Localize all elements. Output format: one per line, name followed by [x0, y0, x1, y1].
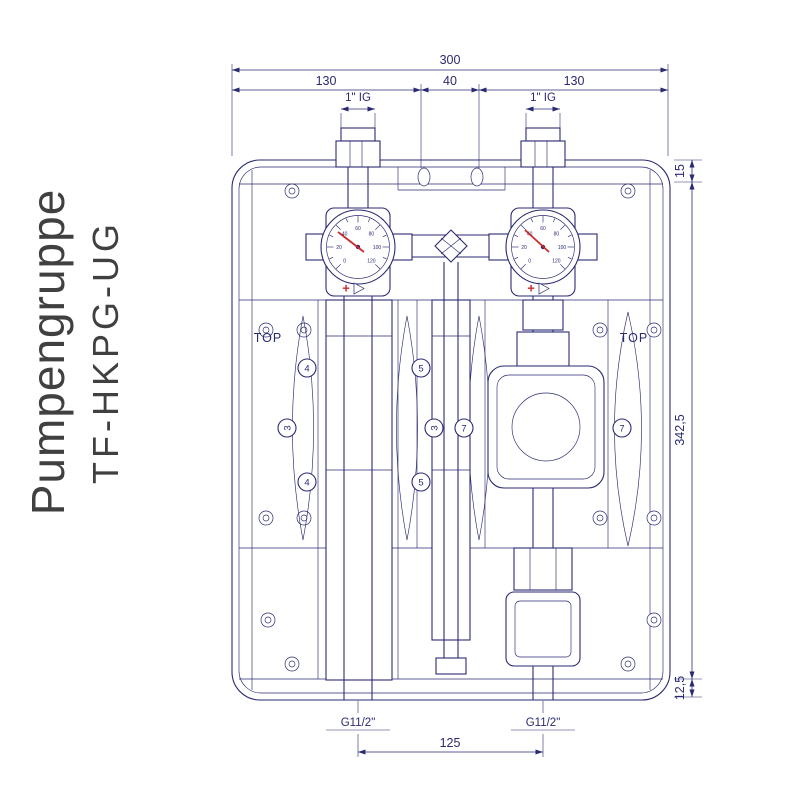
pump-flange	[505, 591, 581, 667]
dim-total-width: 300	[440, 53, 461, 67]
product-title: Pumpengruppe	[22, 189, 74, 516]
dim-body-height: 342,5	[673, 414, 687, 445]
dimension-bottom: G11/2" G11/2" 125	[326, 701, 575, 757]
circulation-pump	[487, 296, 605, 700]
callout-mid-3: 7	[461, 423, 466, 434]
thermometer-needle-right	[524, 229, 550, 253]
top-fitting-left	[335, 127, 381, 208]
bypass-column	[431, 262, 471, 675]
dim-bottom-offset: 12,5	[673, 676, 687, 700]
dim-conn-bottom-left: G11/2"	[341, 717, 376, 729]
screw-holes	[258, 183, 662, 672]
flow-plus-icon: +	[527, 281, 535, 296]
callout-mid-1: 5	[418, 363, 423, 374]
thermometer-needle-left	[337, 231, 365, 253]
union-nut	[513, 547, 573, 591]
callout-left-2: 3	[282, 425, 293, 430]
mounting-slot	[470, 167, 484, 187]
top-fitting-right	[520, 127, 566, 208]
callout-left-3: 4	[304, 477, 309, 488]
dim-conn-top-left: 1" IG	[345, 92, 371, 104]
dim-seg-right: 130	[564, 74, 585, 88]
top-marking-left: TOP	[254, 331, 282, 345]
top-marking-right: TOP	[620, 331, 648, 345]
return-pipe-column	[325, 296, 393, 700]
dim-seg-mid: 40	[443, 74, 457, 88]
callout-mid-2: 3	[429, 425, 440, 430]
part-callouts: 4 3 4 5 3 7 5 7	[277, 358, 632, 492]
dim-top-offset: 15	[673, 164, 687, 178]
flow-plus-icon: +	[342, 281, 350, 296]
mounting-slot	[417, 167, 431, 187]
dimension-right: 15 342,5 12,5	[673, 159, 702, 700]
dim-conn-top-right: 1" IG	[530, 92, 556, 104]
callout-mid-4: 5	[418, 477, 423, 488]
top-manifold	[396, 229, 506, 263]
dim-seg-left: 130	[316, 74, 337, 88]
flow-direction-left: +	[342, 281, 365, 296]
flow-arrow-icon	[538, 282, 550, 295]
dimension-top: 300 130 40 130 1" IG 1" IG	[231, 53, 669, 168]
flow-direction-right: +	[527, 281, 550, 296]
dim-conn-bottom-right: G11/2"	[526, 717, 561, 729]
product-model: TF-HKPG-UG	[85, 220, 126, 484]
callout-left-1: 4	[304, 363, 309, 374]
dim-bottom-span: 125	[440, 736, 461, 750]
callout-right-1: 7	[619, 423, 624, 434]
flow-arrow-icon	[353, 282, 365, 295]
